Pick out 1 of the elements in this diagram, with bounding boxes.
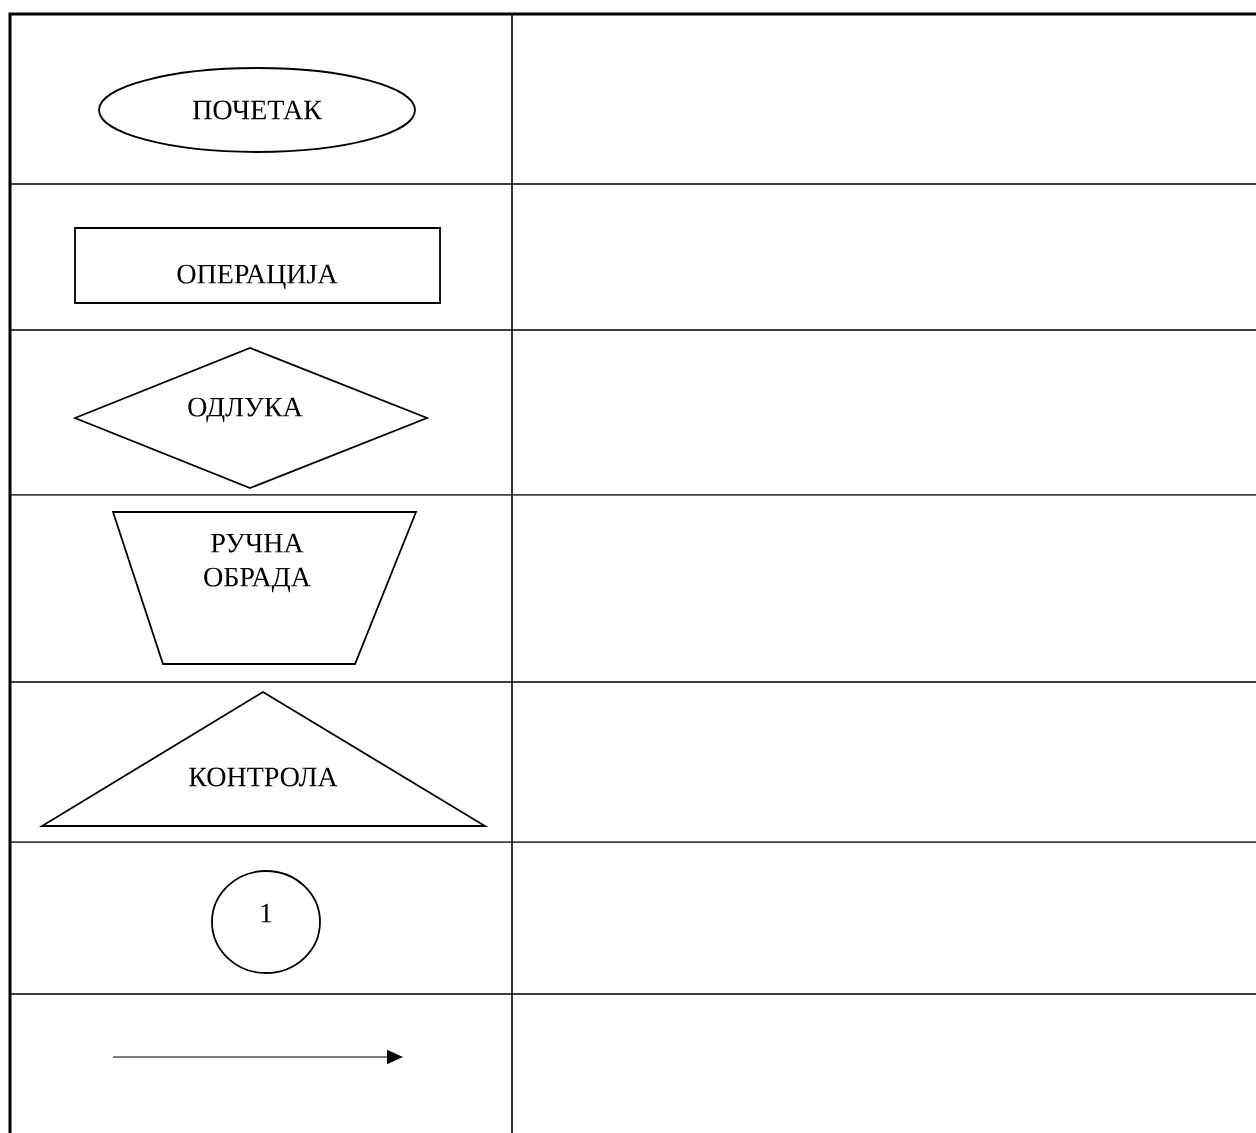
process-box: ОПЕРАЦИЈА xyxy=(74,227,441,304)
